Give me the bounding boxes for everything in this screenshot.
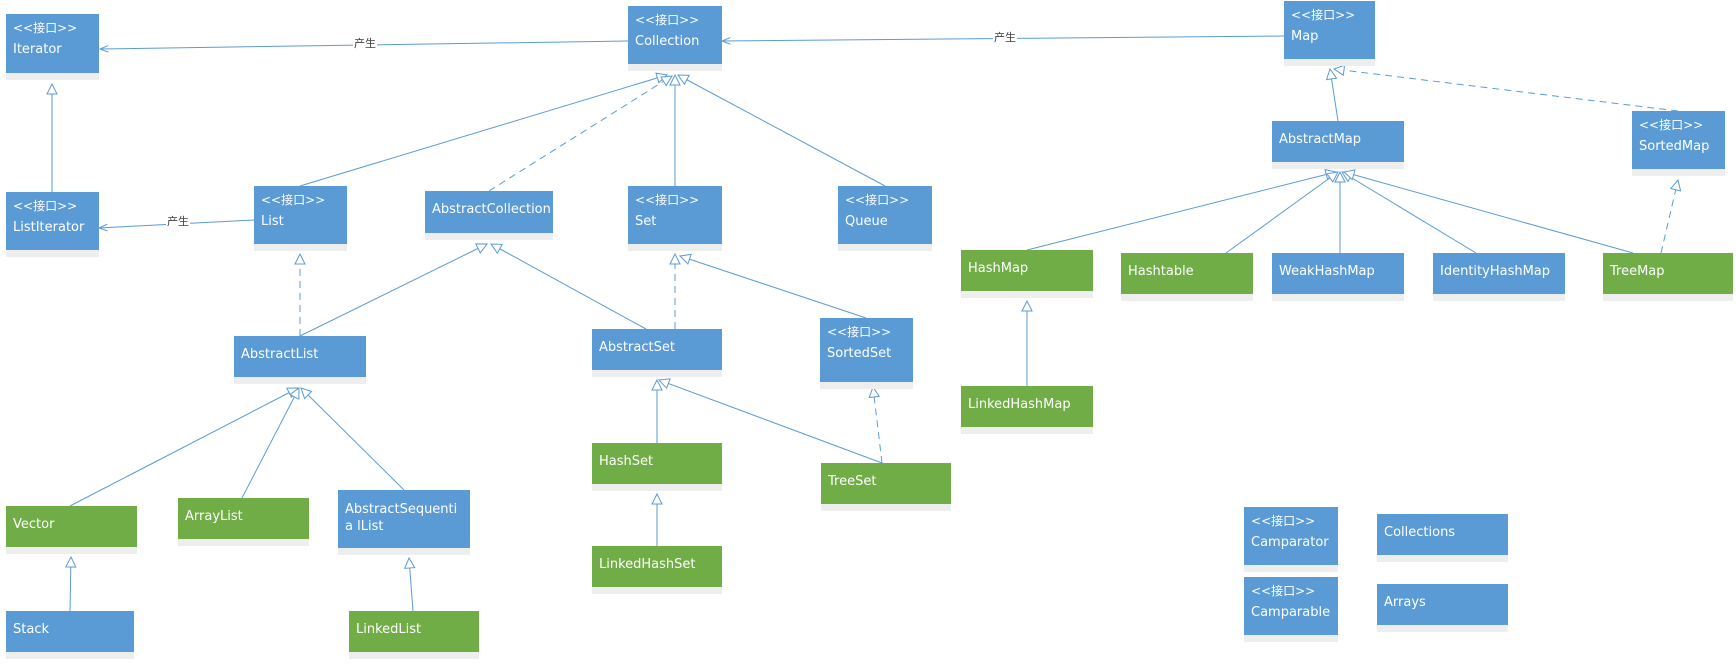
node-Arrays[interactable]: Arrays	[1377, 584, 1508, 625]
class-name: Vector	[13, 517, 55, 532]
class-name: LinkedHashSet	[599, 557, 696, 572]
class-name: AbstractList	[241, 347, 319, 362]
class-name: Camparator	[1251, 535, 1329, 550]
stereotype-label: <<接口>>	[1251, 584, 1316, 598]
node-Camparable[interactable]: <<接口>> Camparable	[1244, 577, 1338, 635]
node-IdentityHashMap[interactable]: IdentityHashMap	[1433, 253, 1565, 294]
edge-arraylist-to-abstractlist	[241, 388, 299, 499]
edge-vector-to-abstractlist	[69, 388, 298, 507]
node-ListIterator[interactable]: <<接口>> ListIterator	[6, 192, 99, 250]
class-name: AbstractMap	[1279, 132, 1362, 147]
node-TreeSet[interactable]: TreeSet	[821, 463, 951, 504]
class-name: Hashtable	[1128, 264, 1194, 279]
edge-abstractmap-to-map	[1330, 69, 1339, 122]
class-name: List	[261, 214, 284, 229]
node-Iterator[interactable]: <<接口>> Iterator	[6, 14, 99, 73]
node-HashSet[interactable]: HashSet	[592, 443, 722, 484]
node-AbstractList[interactable]: AbstractList	[234, 336, 366, 377]
class-name: Queue	[845, 214, 888, 229]
stereotype-label: <<接口>>	[845, 193, 910, 207]
node-Collections[interactable]: Collections	[1377, 514, 1508, 555]
class-name: ListIterator	[13, 220, 85, 235]
edge-label-collection-iterator: 产生	[353, 37, 377, 50]
edge-stack-to-vector	[70, 557, 71, 612]
node-List[interactable]: <<接口>> List	[254, 186, 347, 244]
node-AbstractMap[interactable]: AbstractMap	[1272, 121, 1404, 162]
stereotype-label: <<接口>>	[635, 13, 700, 27]
class-name: Set	[635, 214, 657, 229]
edge-abstractlist-to-abstractcollection	[299, 244, 487, 337]
class-name: LinkedHashMap	[968, 397, 1071, 412]
node-LinkedHashSet[interactable]: LinkedHashSet	[592, 546, 722, 587]
class-name: SortedMap	[1639, 139, 1710, 154]
edge-treemap-to-sortedmap	[1660, 180, 1678, 254]
edge-list-to-collection	[299, 75, 667, 187]
node-TreeMap[interactable]: TreeMap	[1603, 253, 1733, 294]
node-AbstractSequentialList[interactable]: AbstractSequentia lList	[338, 490, 470, 548]
edge-identityhashmap-to-abstractmap	[1342, 172, 1477, 254]
class-name: IdentityHashMap	[1440, 264, 1551, 279]
edge-sortedset-to-set	[680, 256, 867, 319]
stereotype-label: <<接口>>	[827, 325, 892, 339]
class-name: Collections	[1384, 525, 1456, 540]
node-Set[interactable]: <<接口>> Set	[628, 186, 722, 244]
class-name: HashSet	[599, 454, 654, 469]
class-name: Stack	[13, 622, 49, 637]
class-name: Map	[1291, 29, 1319, 44]
edge-treeset-to-sortedset	[873, 387, 883, 464]
edge-abstractsequentiallist-to-abstractlist	[301, 388, 405, 491]
edge-treemap-to-abstractmap	[1344, 172, 1634, 254]
class-name: SortedSet	[827, 346, 892, 361]
class-name: ArrayList	[185, 509, 243, 524]
node-SortedSet[interactable]: <<接口>> SortedSet	[820, 318, 913, 382]
node-HashMap[interactable]: HashMap	[961, 250, 1093, 291]
stereotype-label: <<接口>>	[13, 199, 78, 213]
edge-queue-to-collection	[678, 75, 886, 187]
node-Queue[interactable]: <<接口>> Queue	[838, 186, 932, 244]
class-name: LinkedList	[356, 622, 422, 637]
stereotype-label: <<接口>>	[13, 21, 78, 35]
class-name: TreeMap	[1610, 264, 1665, 279]
edge-hashtable-to-abstractmap	[1225, 172, 1338, 254]
class-name: TreeSet	[828, 474, 877, 489]
node-AbstractSet[interactable]: AbstractSet	[592, 329, 722, 370]
stereotype-label: <<接口>>	[1251, 514, 1316, 528]
edge-linkedlist-to-abstractsequentiallist	[409, 558, 413, 612]
stereotype-label: <<接口>>	[1291, 8, 1356, 22]
class-name: AbstractCollection	[432, 202, 551, 217]
edge-label-list-listiterator: 产生	[166, 215, 190, 228]
node-LinkedList[interactable]: LinkedList	[349, 611, 479, 652]
class-name: Iterator	[13, 42, 62, 57]
node-LinkedHashMap[interactable]: LinkedHashMap	[961, 386, 1093, 427]
node-Hashtable[interactable]: Hashtable	[1121, 253, 1253, 294]
node-SortedMap[interactable]: <<接口>> SortedMap	[1632, 111, 1725, 169]
edge-sortedmap-to-map	[1334, 69, 1679, 112]
stereotype-label: <<接口>>	[261, 193, 326, 207]
class-name: AbstractSequentia lList	[345, 502, 458, 534]
node-Stack[interactable]: Stack	[6, 611, 134, 652]
class-name: HashMap	[968, 261, 1029, 276]
node-Map[interactable]: <<接口>> Map	[1284, 1, 1375, 59]
node-WeakHashMap[interactable]: WeakHashMap	[1272, 253, 1404, 294]
node-ArrayList[interactable]: ArrayList	[178, 498, 309, 539]
stereotype-label: <<接口>>	[1639, 118, 1704, 132]
class-name: Arrays	[1384, 595, 1426, 610]
edge-label-map-collection: 产生	[993, 31, 1017, 44]
class-name: Collection	[635, 34, 700, 49]
class-name: AbstractSet	[599, 340, 675, 355]
node-Collection[interactable]: <<接口>> Collection	[628, 6, 722, 64]
node-AbstractCollection[interactable]: AbstractCollection	[425, 191, 553, 233]
edge-abstractcollection-to-collection	[488, 76, 672, 192]
stereotype-label: <<接口>>	[635, 193, 700, 207]
class-name: WeakHashMap	[1279, 264, 1375, 279]
edge-abstractset-to-abstractcollection	[491, 244, 647, 330]
edge-hashmap-to-abstractmap	[1026, 172, 1336, 251]
node-Camparator[interactable]: <<接口>> Camparator	[1244, 507, 1338, 565]
class-name: Camparable	[1251, 605, 1331, 620]
node-Vector[interactable]: Vector	[6, 506, 137, 547]
